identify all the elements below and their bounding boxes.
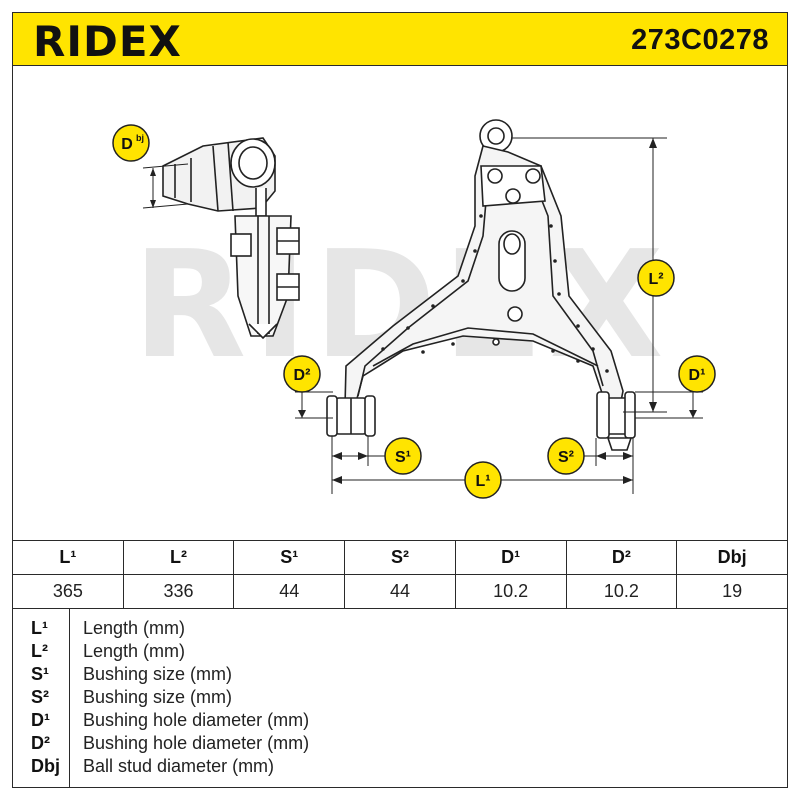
spec-header-d1: D¹ xyxy=(454,540,567,575)
spec-header-dbj: Dbj xyxy=(676,540,788,575)
legend-item: L¹ Length (mm) xyxy=(13,618,789,640)
control-arm-body xyxy=(326,119,636,451)
ball-joint-detail xyxy=(142,137,300,340)
legend-description: Length (mm) xyxy=(83,641,186,661)
spec-value-s2: 44 xyxy=(344,574,456,609)
spec-value-l1: 365 xyxy=(12,574,124,609)
dimension-labels: D bj L² D¹ D² S¹ xyxy=(112,124,716,499)
spec-value-l2: 336 xyxy=(122,574,235,609)
spec-table: L¹ L² S¹ S² D¹ D² Dbj 365 336 44 44 10.2… xyxy=(12,540,788,609)
legend-item: L² Length (mm) xyxy=(13,641,789,663)
legend-description: Bushing size (mm) xyxy=(83,664,233,684)
label-d1: D¹ xyxy=(678,355,716,393)
svg-text:L²: L² xyxy=(648,271,663,288)
legend-symbol: D¹ xyxy=(31,710,50,730)
legend-description: Bushing hole diameter (mm) xyxy=(83,733,310,753)
part-number: 273C0278 xyxy=(631,24,769,56)
svg-text:D²: D² xyxy=(294,367,311,384)
label-s2: S² xyxy=(547,437,585,475)
legend-item: D² Bushing hole diameter (mm) xyxy=(13,733,789,755)
technical-drawing: RIDEX xyxy=(12,66,788,540)
legend-item: Dbj Ball stud diameter (mm) xyxy=(13,756,789,778)
spec-value-d2: 10.2 xyxy=(565,574,678,609)
svg-text:S¹: S¹ xyxy=(395,449,411,466)
spec-value-row: 365 336 44 44 10.2 10.2 19 xyxy=(12,574,788,609)
spec-value-d1: 10.2 xyxy=(454,574,567,609)
legend-description: Ball stud diameter (mm) xyxy=(83,756,275,776)
legend-symbol: S² xyxy=(31,687,49,707)
spec-value-s1: 44 xyxy=(233,574,346,609)
svg-text:D: D xyxy=(121,136,133,153)
spec-header-l2: L² xyxy=(122,540,235,575)
spec-header-s2: S² xyxy=(344,540,456,575)
spec-header-row: L¹ L² S¹ S² D¹ D² Dbj xyxy=(12,540,788,575)
legend-symbol: D² xyxy=(31,733,50,753)
spec-header-l1: L¹ xyxy=(12,540,124,575)
svg-text:bj: bj xyxy=(136,133,144,143)
spec-value-dbj: 19 xyxy=(676,574,788,609)
label-l2: L² xyxy=(637,259,675,297)
header-bar: RIDEX 273C0278 xyxy=(12,12,788,66)
legend-description: Length (mm) xyxy=(83,618,186,638)
svg-text:S²: S² xyxy=(558,449,574,466)
legend-item: S² Bushing size (mm) xyxy=(13,687,789,709)
spec-header-s1: S¹ xyxy=(233,540,346,575)
svg-text:D¹: D¹ xyxy=(689,367,706,384)
legend-divider xyxy=(69,608,70,788)
legend-symbol: L¹ xyxy=(31,618,48,638)
legend-description: Bushing hole diameter (mm) xyxy=(83,710,310,730)
legend-description: Bushing size (mm) xyxy=(83,687,233,707)
legend-symbol: S¹ xyxy=(31,664,49,684)
legend-item: S¹ Bushing size (mm) xyxy=(13,664,789,686)
label-l1: L¹ xyxy=(464,461,502,499)
watermark-text: RIDEX xyxy=(132,219,669,391)
brand-logo: RIDEX xyxy=(33,17,182,66)
label-s1: S¹ xyxy=(384,437,422,475)
control-arm-drawing: RIDEX xyxy=(112,119,716,499)
label-d2: D² xyxy=(283,355,321,393)
legend-symbol: L² xyxy=(31,641,48,661)
legend-symbol: Dbj xyxy=(31,756,60,776)
label-dbj: D bj xyxy=(112,124,150,162)
svg-text:L¹: L¹ xyxy=(475,473,490,490)
legend: L¹ Length (mm) L² Length (mm) S¹ Bushing… xyxy=(12,608,788,788)
spec-header-d2: D² xyxy=(565,540,678,575)
legend-item: D¹ Bushing hole diameter (mm) xyxy=(13,710,789,732)
